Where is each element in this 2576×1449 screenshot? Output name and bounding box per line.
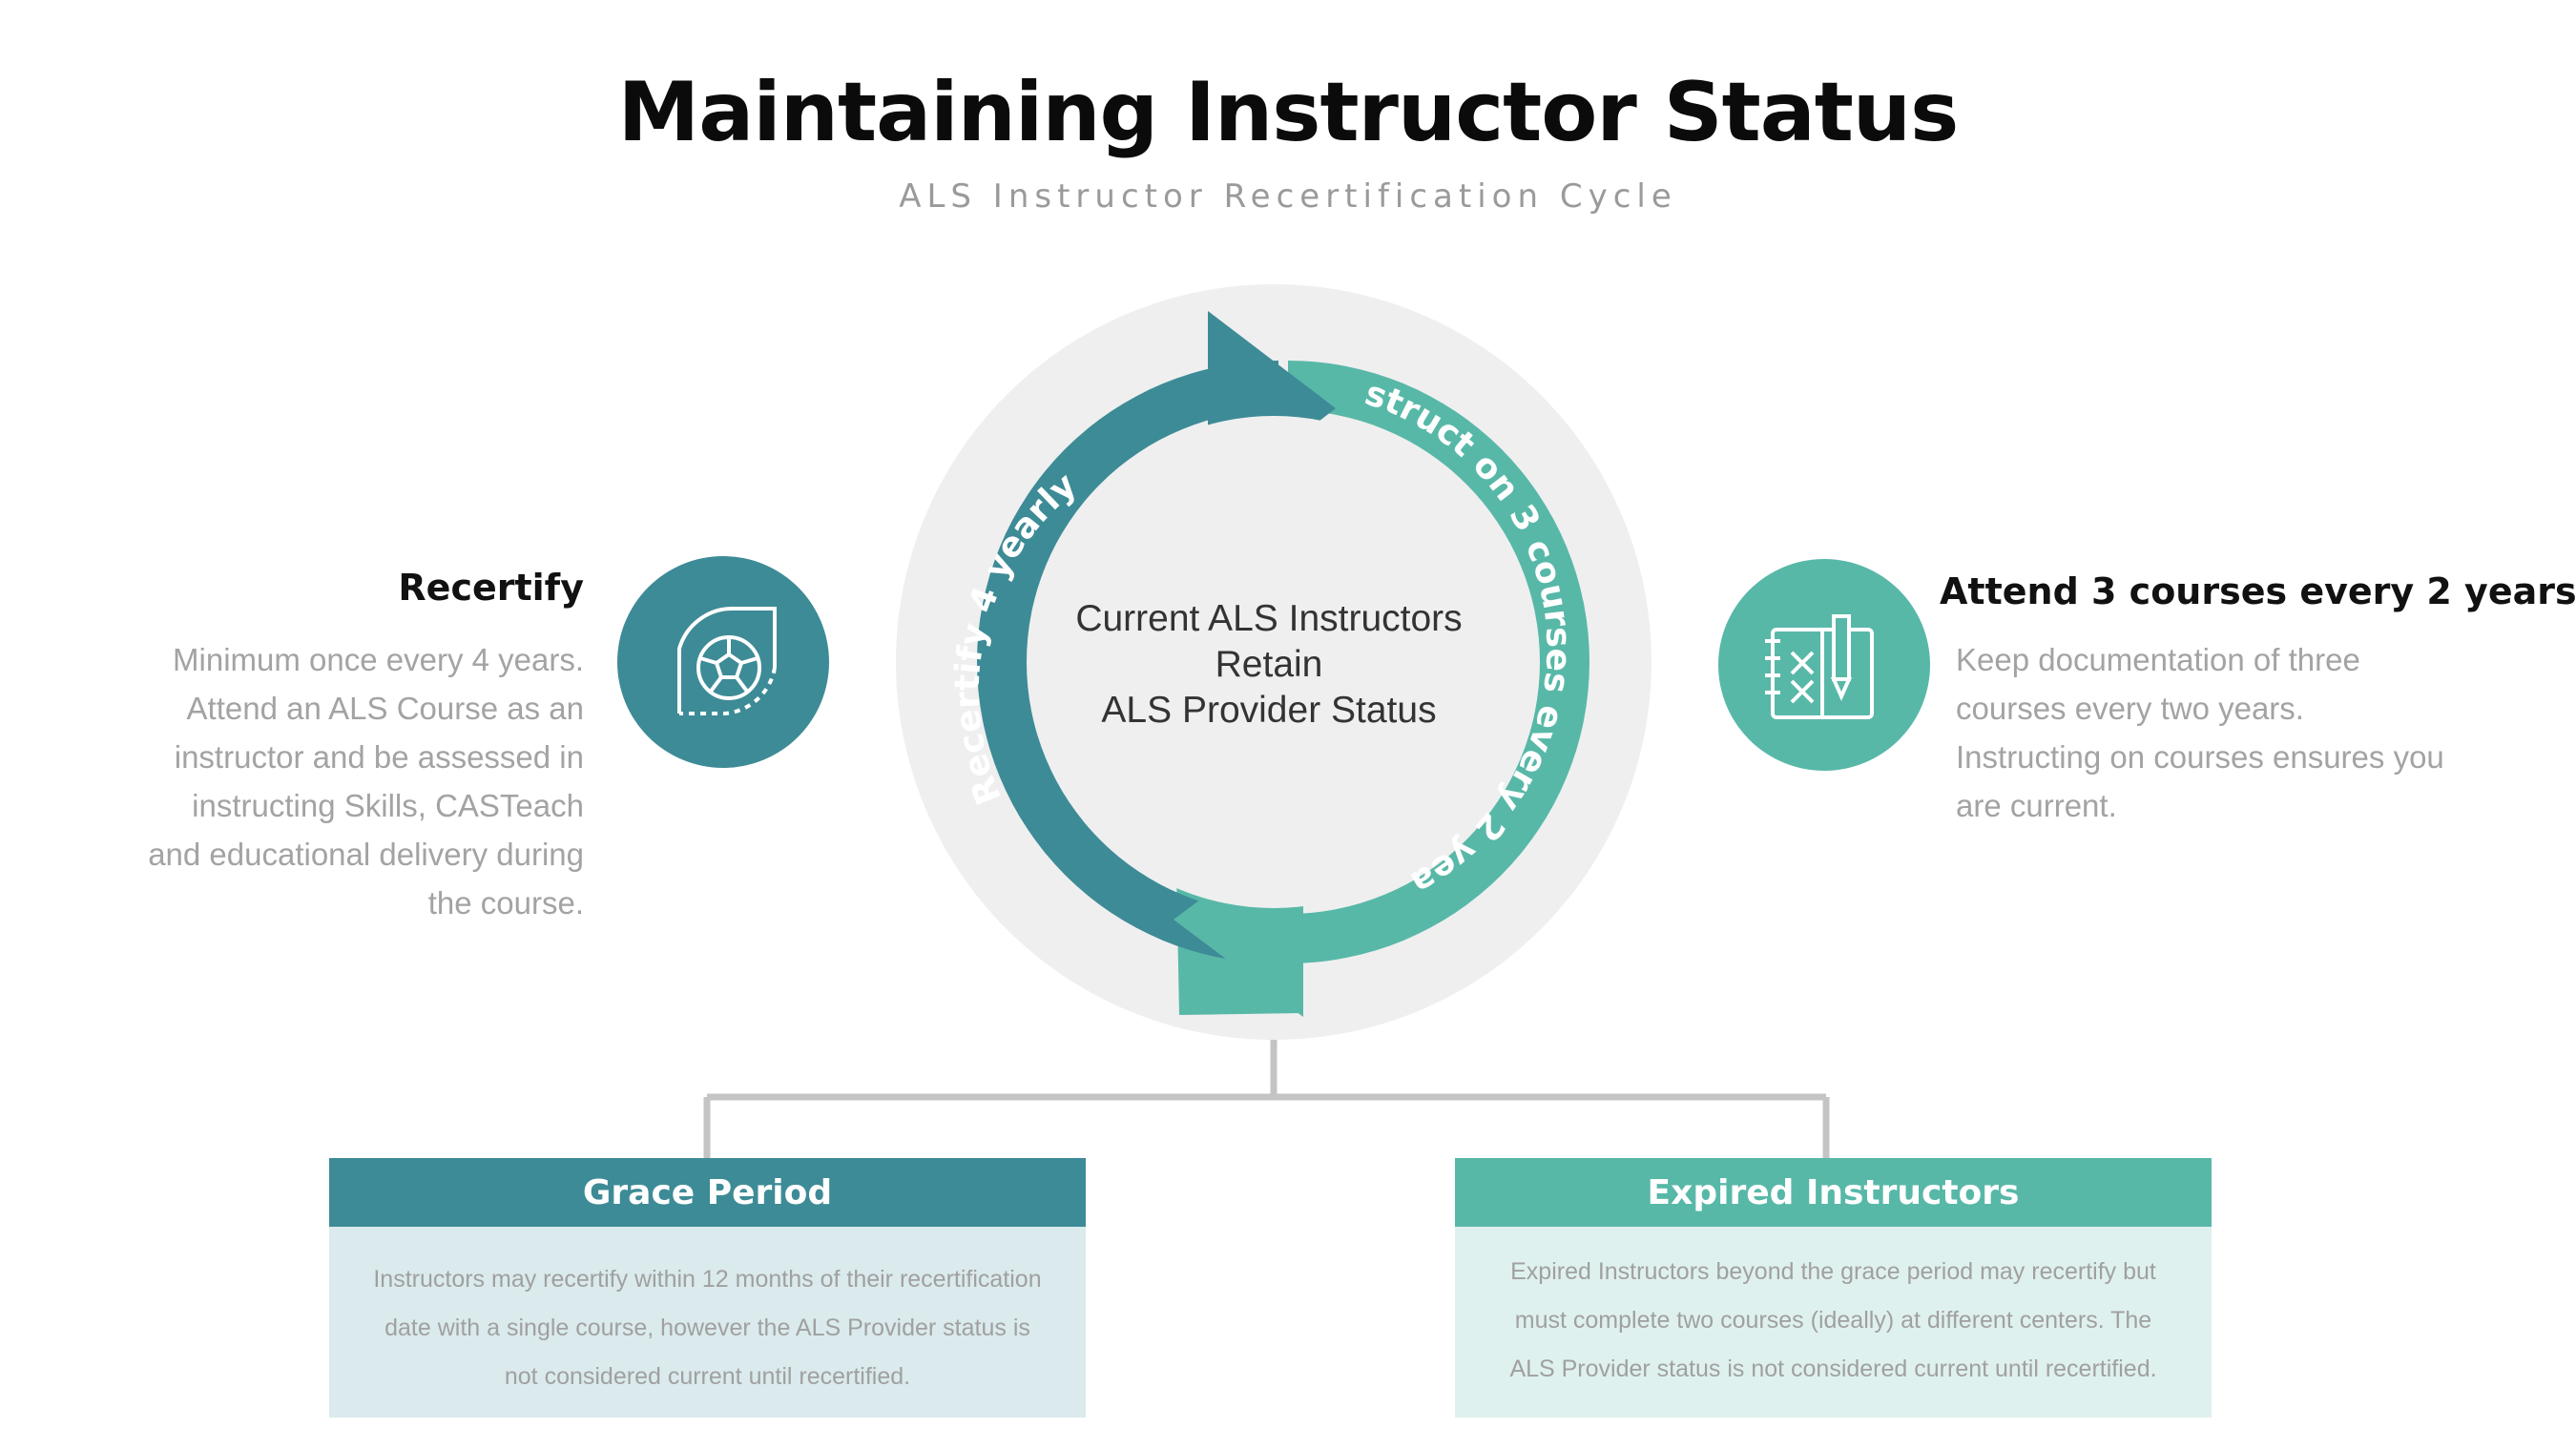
expired-instructors-title: Expired Instructors [1455, 1158, 2212, 1227]
connector-lines [703, 1040, 1830, 1158]
wheel-in-frame-icon [677, 606, 777, 715]
right-arc-arrow [1288, 361, 1589, 963]
cycle-center-text: Current ALS Instructors Retain ALS Provi… [1049, 596, 1488, 734]
center-line-1: Current ALS Instructors [1075, 598, 1463, 639]
center-line-2: Retain [1215, 644, 1323, 685]
expired-instructors-description: Expired Instructors beyond the grace per… [1455, 1227, 2212, 1418]
grace-period-description: Instructors may recertify within 12 mont… [329, 1227, 1086, 1418]
courses-icon-badge [1718, 559, 1930, 771]
notebook-pencil-icon [1765, 614, 1874, 719]
courses-description: Keep documentation of three courses ever… [1956, 642, 2444, 823]
recertify-heading: Recertify [398, 567, 584, 609]
cycle-arrows [977, 311, 1589, 1017]
courses-heading: Attend 3 courses every 2 years [1940, 570, 2576, 612]
center-line-3: ALS Provider Status [1101, 690, 1437, 731]
page-title: Maintaining Instructor Status [617, 65, 1960, 160]
grace-period-title: Grace Period [329, 1158, 1086, 1227]
page-subtitle: ALS Instructor Recertification Cycle [899, 177, 1677, 216]
left-arc-arrow [977, 361, 1278, 963]
recertify-description: Minimum once every 4 years. Attend an AL… [148, 642, 584, 921]
recertify-icon-badge [617, 556, 829, 768]
